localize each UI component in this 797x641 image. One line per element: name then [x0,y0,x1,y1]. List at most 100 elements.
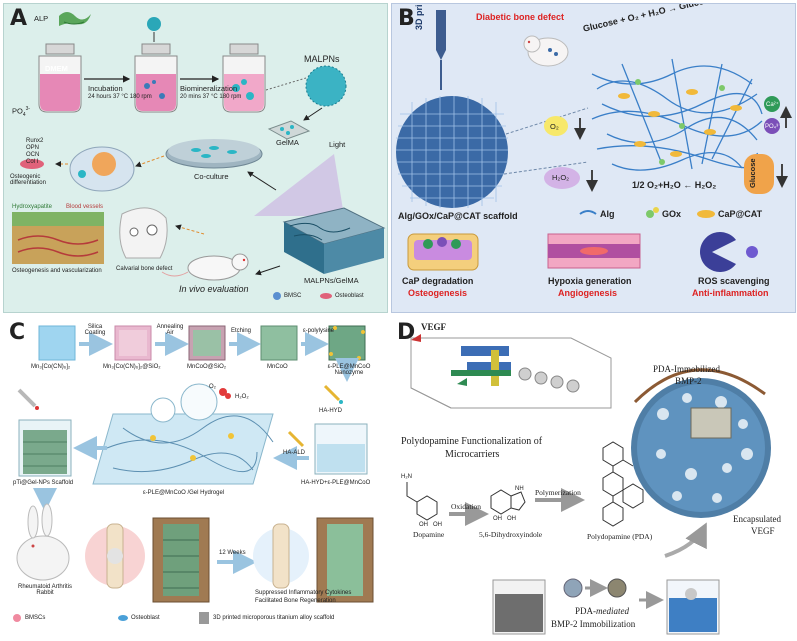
panel-d-letter: D [397,320,416,345]
hypoxia-tile [547,233,641,269]
legend-alg-icon [579,210,597,215]
oh-label-1: OH [419,522,428,528]
precursor-label: Mn₃[Co(CN)₆]₂ [31,364,71,370]
legend-cap-label: CaP@CAT [718,209,763,219]
nh-label: NH [515,486,524,492]
pda-to-carrier-arrow [664,522,707,558]
marker-col1: Col I [26,159,39,165]
light-label: Light [329,140,346,149]
mnco-sio2-label: MnCoO@SiO₂ [187,364,227,370]
nanozyme-label: ε-PLE@MnCoO Nanozyme [327,364,371,376]
po-label: PO₄³⁻ [765,124,782,130]
po-ion [764,118,780,134]
bmp2-beaker-icon [666,579,720,635]
panel-c-graphics [13,325,374,624]
mnco-sio2-cube [188,325,226,361]
phosphate-label: PO43- [12,106,31,118]
microfluidic-chip-icon [410,334,612,409]
marker-runx2: Runx2 [26,138,44,144]
legend-bmscs-icon [13,614,21,622]
osteogenesis-label: Osteogenesis [408,288,468,298]
glucose-label: Glucose [748,158,757,188]
legend-bmsc-icon [273,292,281,300]
legend-osteoblast-icon [320,293,332,299]
alp-protein-icon [59,12,91,26]
co-culture-label: Co-culture [194,172,229,181]
dopamine-beaker-icon [492,579,546,635]
titanium-scaffold-icon [152,517,210,603]
panel-a-letter: A [10,6,28,31]
facilitated-label: Facilitated Bone Regeneration [255,598,336,604]
weeks-label: 12 Weeks [219,550,246,556]
sphere-to-network-arrow-2 [503,161,589,175]
cap-cat-particles [618,89,742,157]
etching-label: Etching [231,328,252,334]
dhi-structure [490,489,526,515]
rabbit-icon [16,503,70,581]
suppressed-label: Suppressed Inflammatory Cytokines [255,590,352,596]
ca-label: Ca²⁺ [766,102,779,108]
ha-hyd-tube-icon [323,384,343,404]
panel-a: A ALP DMEM PO43- Incubation 24 hours 37 … [3,3,388,313]
title-line-1: Polydopamine Functionalization of [401,436,543,447]
dmem-label: DMEM [45,64,68,73]
nanozyme-cube [328,325,366,361]
encapsulated-label: Encapsulated [733,514,781,524]
pda-mediated-label: PDA-mediated [575,606,630,616]
osteogenic-diff-label: Osteogenic differentiation [10,174,46,186]
calcium-jar [134,43,178,113]
in-vivo-label: In vivo evaluation [179,284,249,294]
bmp2-label: BMP-2 [675,376,702,386]
gox-particles [635,79,725,165]
healed-scaffold-icon [316,517,374,603]
legend-ti-icon [199,612,209,624]
silica-cube [114,325,152,361]
rat-icon [161,253,249,281]
h2o2-bubble [544,167,580,189]
light-beam [254,154,344,216]
legend-osteoblast-label: Osteoblast [335,293,364,299]
h2o2-label: H₂O₂ [235,394,249,400]
ha-hyd-label: HA-HYD [319,408,343,414]
dmem-jar [38,43,82,113]
printer-nozzle-icon [436,10,446,90]
dopamine-structure [406,482,438,521]
ha-ald-tube-icon [287,430,305,448]
mnco-cube [260,325,298,361]
polylysine-label: ε-polylysine [303,328,335,334]
vegf-label: VEGF [421,322,447,332]
legend-bmscs-label: BMSCs [25,615,46,621]
glucose-pill [744,154,774,194]
scaffold-beaker-icon [18,419,72,477]
cap-degradation-label: CaP degradation [402,276,474,286]
marker-opn: OPN [26,145,40,151]
microcarrier-icon [631,368,771,518]
gelma-label: GelMA [276,138,299,147]
marker-list: Runx2 OPN OCN Col I [26,138,43,166]
o2-label: O₂ [550,122,559,131]
mnco-label: MnCoO [267,364,288,370]
osteo-vasc-label: Osteogenesis and vascularization [12,268,102,274]
polymerization-label: Polymerization [535,488,581,497]
co-culture-to-cell-arrow [135,155,165,168]
ha-ald-label: HA-ALD [283,450,306,456]
legend-gox-label: GOx [662,209,682,219]
scaffold-sphere-icon [396,96,508,208]
pda-sphere-icon [607,578,627,598]
incubation-label: Incubation [88,84,123,93]
panel-b-letter: B [398,6,415,31]
rat-to-skull-arrow [175,224,205,235]
dhi-label: 5,6-Dihydroxyindole [479,530,543,539]
hydrogel-icon [92,383,274,485]
alp-label: ALP [34,14,49,23]
hydroxyapatite-label: Hydroxyapatite [12,204,53,210]
o2-label: O₂ [209,384,216,390]
legend-gox-icon [646,207,659,218]
inflamed-knee-icon [85,523,145,589]
gelma-mold-icon [267,120,311,140]
cell-icon [69,146,135,192]
reaction-2: 1/2 O₂+H₂O ← H₂O₂ [632,180,717,190]
panel-c-letter: C [9,320,26,345]
hydrogel-label: ε-PLE@MnCoO /Gel Hydrogel [143,490,225,496]
panel-d-graphics [406,334,771,635]
